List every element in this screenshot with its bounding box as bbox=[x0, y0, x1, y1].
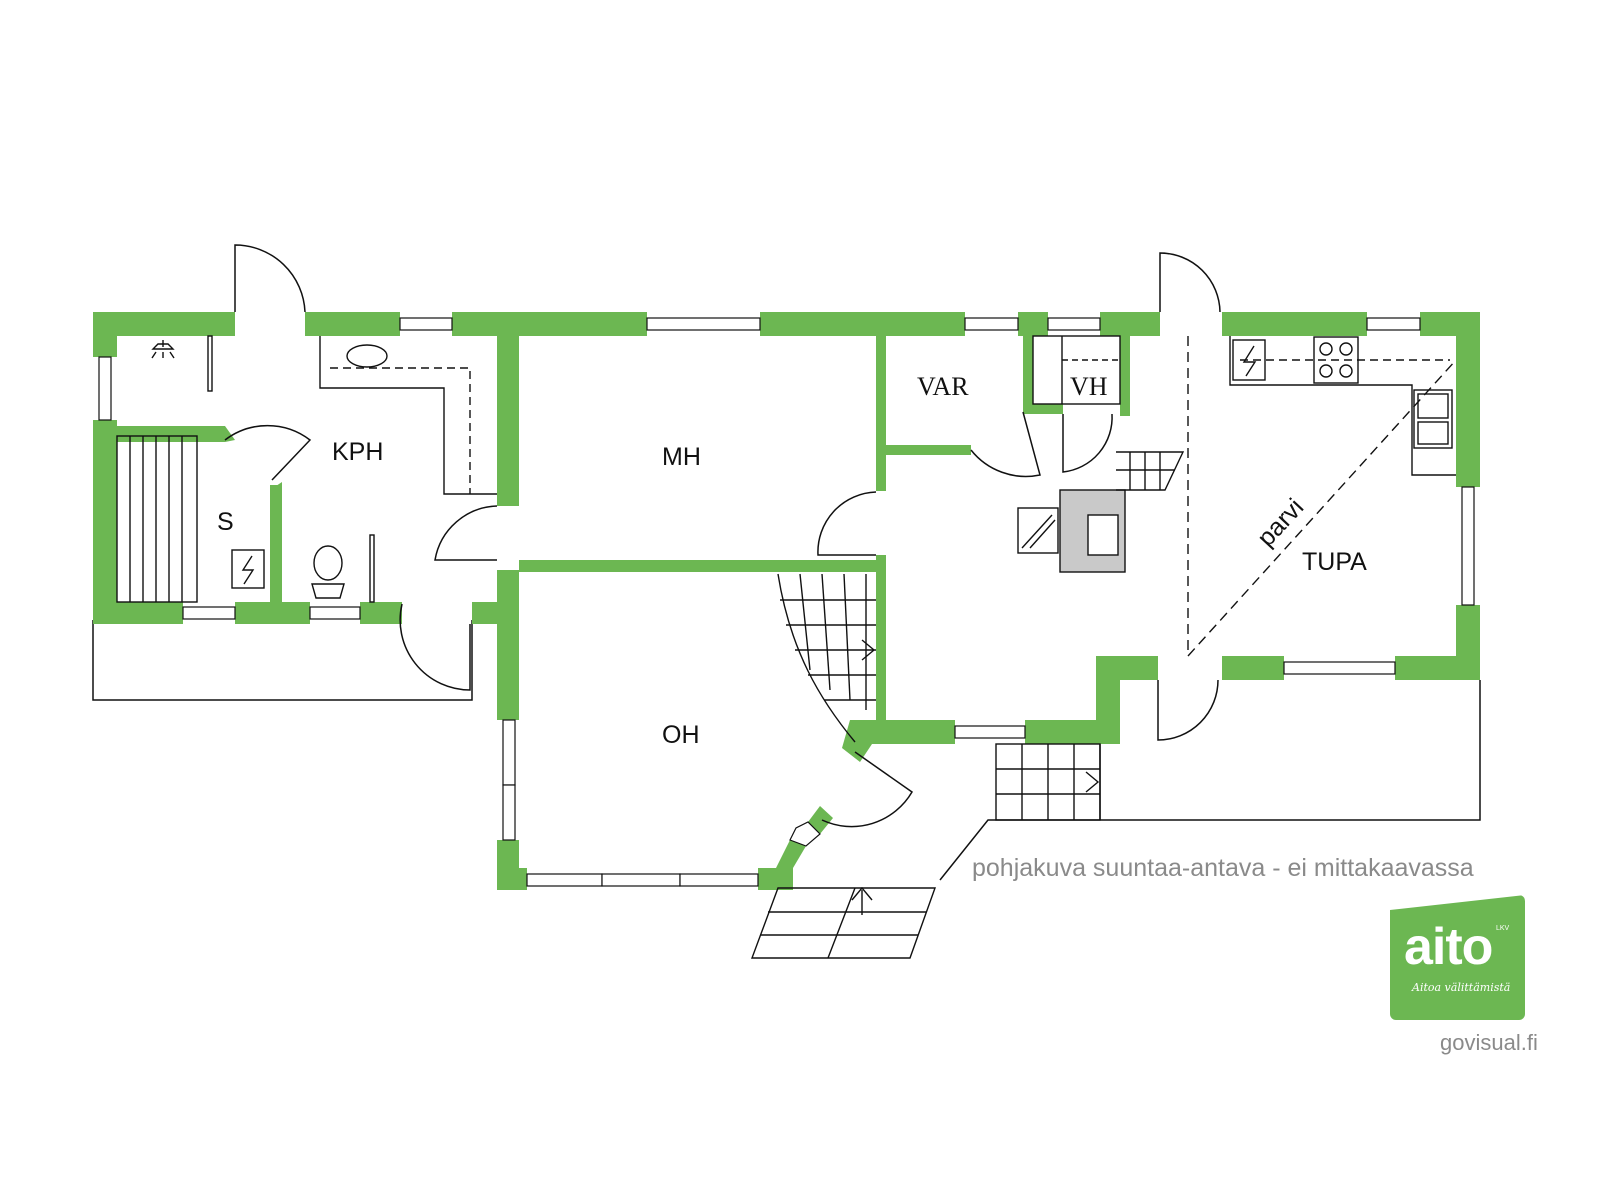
toilet-icon bbox=[311, 545, 345, 599]
staircase-icon bbox=[1116, 451, 1185, 491]
room-label-s: S bbox=[217, 508, 234, 536]
logo-lkv: LKV bbox=[1496, 925, 1510, 932]
room-label-var: VAR bbox=[917, 372, 969, 401]
electric-stove-icon bbox=[231, 549, 265, 589]
staircase-icon bbox=[995, 743, 1101, 821]
cooktop-icon bbox=[1313, 336, 1359, 384]
room-label-mh: MH bbox=[662, 443, 701, 471]
room-label-parvi: parvi bbox=[1252, 493, 1309, 552]
fixtures bbox=[116, 335, 1457, 959]
logo-word: aito bbox=[1404, 918, 1493, 976]
room-label-tupa: TUPA bbox=[1302, 548, 1367, 576]
electric-stove-icon bbox=[1232, 339, 1266, 381]
room-label-vh: VH bbox=[1070, 372, 1108, 401]
kitchen-sink-icon bbox=[1413, 389, 1453, 449]
room-label-oh: OH bbox=[662, 721, 700, 749]
aito-logo: aito LKV Aitoa välittämistä bbox=[1390, 895, 1525, 1020]
walls bbox=[93, 312, 1480, 890]
washbasin-icon bbox=[346, 344, 388, 368]
room-label-kph: KPH bbox=[332, 438, 383, 466]
door-swings bbox=[224, 244, 1221, 828]
logo-tagline: Aitoa välittämistä bbox=[1412, 981, 1511, 994]
fireplace-icon bbox=[1017, 489, 1126, 573]
shower-icon bbox=[151, 340, 175, 359]
credit-text: govisual.fi bbox=[1440, 1030, 1538, 1055]
windows bbox=[98, 317, 1475, 887]
staircase-icon bbox=[777, 573, 876, 743]
staircase-icon bbox=[750, 886, 936, 959]
disclaimer-text: pohjakuva suuntaa-antava - ei mittakaava… bbox=[972, 854, 1474, 882]
